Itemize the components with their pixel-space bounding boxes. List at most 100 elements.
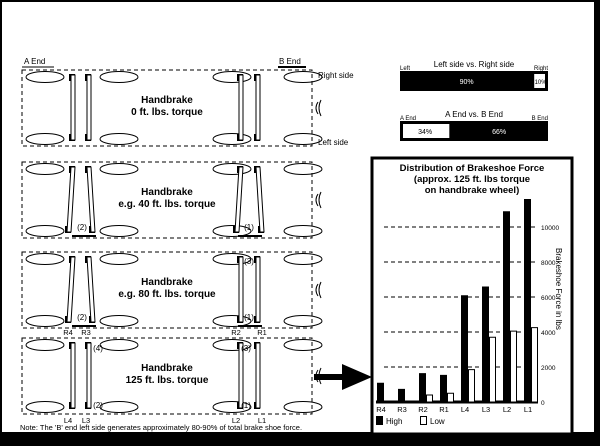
brake-lever: [86, 256, 96, 323]
split-right-label: B End: [532, 116, 548, 122]
split-left-label: Left: [400, 66, 410, 72]
force-rank-marker: (1): [244, 223, 254, 232]
x-tick-label: L2: [503, 405, 511, 414]
wheel-icon: [212, 163, 252, 175]
panel-subtitle: 125 ft. lbs. torque: [126, 375, 209, 386]
brake-lever: [255, 74, 261, 141]
right-side-label: Right side: [318, 71, 354, 80]
brake-lever: [86, 342, 92, 409]
split-right-label: Right: [534, 66, 548, 72]
wheel-icon: [25, 133, 65, 145]
split-segment-right: [534, 74, 545, 88]
split-right-value: 10%: [535, 80, 548, 86]
panel-title: Handbrake: [141, 277, 193, 288]
split-right-value: 66%: [492, 129, 506, 136]
handbrake-wheel-icon: [315, 101, 319, 115]
wheel-icon: [212, 339, 252, 351]
wheel-icon: [25, 225, 65, 237]
force-rank-marker: (2): [93, 401, 103, 410]
x-tick-label: L1: [524, 405, 532, 414]
bar-high: [482, 286, 489, 402]
split-title: Left side vs. Right side: [434, 60, 515, 69]
shoe-label-bottom: L3: [82, 416, 90, 425]
bar-low: [468, 369, 475, 403]
wheel-icon: [99, 133, 139, 145]
split-bar-frame: [400, 71, 548, 91]
shoe-label-top: R2: [231, 328, 241, 337]
legend-high-label: High: [386, 417, 402, 426]
brake-beam: [254, 342, 261, 409]
handbrake-wheel-icon: [318, 191, 322, 209]
chart-subtitle-line1: (approx. 125 ft. lbs torque: [414, 174, 530, 185]
y-tick-label: 4000: [541, 330, 556, 337]
brake-lever: [238, 342, 244, 409]
panel-outline: [21, 337, 313, 415]
wheel-icon: [283, 133, 323, 145]
brake-beam: [237, 74, 244, 141]
force-rank-marker: (3): [241, 344, 251, 353]
a-end-label: A End: [24, 57, 45, 66]
force-rank-marker: (1): [244, 313, 254, 322]
wheel-icon: [25, 163, 65, 175]
brake-beam: [254, 166, 265, 233]
brake-beam: [85, 342, 92, 409]
shoe-label-top: R3: [81, 328, 91, 337]
split-left-value: 90%: [460, 79, 474, 86]
brake-beam: [237, 256, 244, 323]
x-tick-label: R1: [439, 405, 449, 414]
force-rank-marker: (4): [93, 344, 103, 353]
brake-beam: [85, 166, 96, 233]
brake-beam: [69, 342, 76, 409]
brake-beam: [69, 74, 76, 141]
panel-title: Handbrake: [141, 363, 193, 374]
wheel-icon: [212, 225, 252, 237]
brake-lever: [238, 256, 244, 323]
wheel-icon: [99, 339, 139, 351]
brake-lever: [238, 74, 244, 141]
panel-title: Handbrake: [141, 95, 193, 106]
brake-beam: [254, 256, 261, 323]
wheel-icon: [283, 71, 323, 83]
brake-lever: [66, 166, 76, 233]
bar-high: [419, 373, 426, 402]
wheel-icon: [25, 401, 65, 413]
wheel-icon: [212, 315, 252, 327]
panel-title: Handbrake: [141, 187, 193, 198]
brake-beam: [85, 256, 96, 323]
panel-outline: [21, 161, 313, 239]
wheel-icon: [25, 253, 65, 265]
panel-outline: [21, 69, 313, 147]
wheel-icon: [25, 315, 65, 327]
force-rank-marker: (1): [241, 401, 251, 410]
brake-beam: [233, 166, 244, 233]
wheel-icon: [283, 163, 323, 175]
x-tick-label: L3: [482, 405, 490, 414]
legend-low-label: Low: [430, 417, 445, 426]
brake-lever: [86, 74, 92, 141]
y-tick-label: 10000: [541, 225, 559, 232]
x-tick-label: R2: [418, 405, 428, 414]
split-title: A End vs. B End: [445, 110, 503, 119]
legend: High Low: [376, 416, 445, 426]
b-end-label: B End: [279, 57, 301, 66]
panel-subtitle: 0 ft. lbs. torque: [131, 107, 203, 118]
left-side-label: Left side: [318, 138, 349, 147]
brake-lever: [66, 256, 76, 323]
wheel-icon: [99, 163, 139, 175]
wheel-icon: [25, 71, 65, 83]
shoe-label-top: R4: [63, 328, 73, 337]
wheel-icon: [212, 401, 252, 413]
brake-lever: [86, 166, 96, 233]
bar-low: [531, 327, 538, 403]
chart-title: Distribution of Brakeshoe Force: [400, 163, 545, 174]
bar-high: [440, 374, 447, 402]
y-axis-label: Brakeshoe Force in lbs: [554, 248, 563, 330]
brake-lever: [70, 74, 76, 141]
wheel-icon: [99, 315, 139, 327]
bar-high: [398, 388, 405, 402]
